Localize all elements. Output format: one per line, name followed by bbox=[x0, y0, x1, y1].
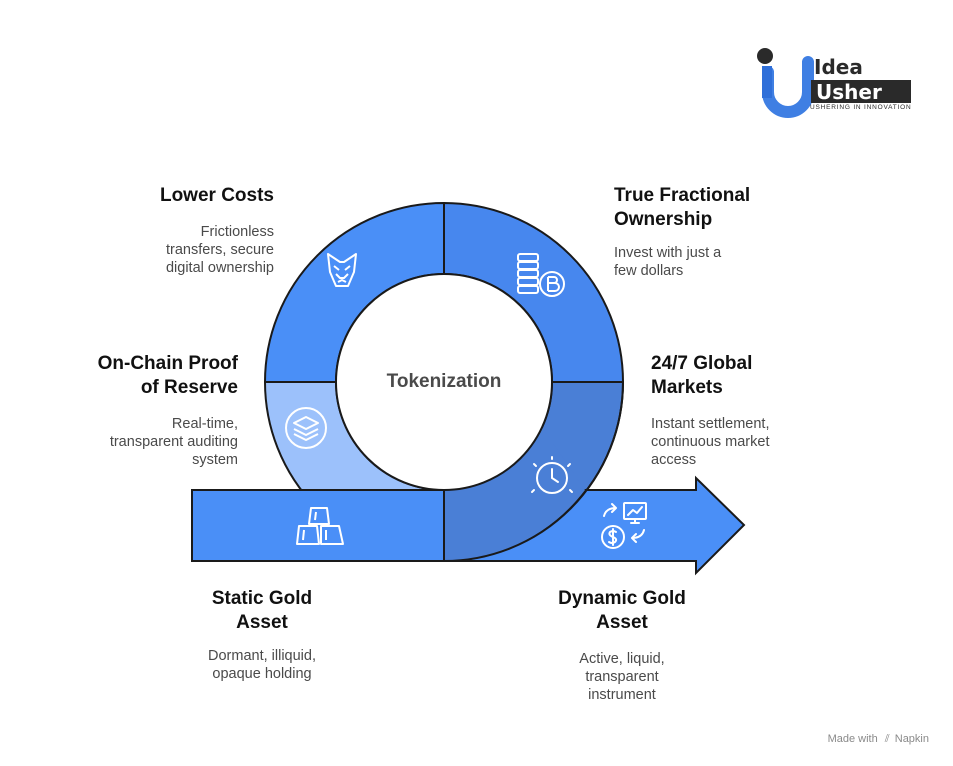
gold-bars-icon bbox=[296, 507, 344, 545]
global-desc: Instant settlement, continuous market ac… bbox=[651, 415, 851, 469]
dynamic-gold-desc: Active, liquid, transparent instrument bbox=[522, 650, 722, 704]
desc-line: few dollars bbox=[614, 263, 684, 279]
desc-line: Invest with just a bbox=[614, 245, 722, 261]
desc-line: Active, liquid, bbox=[579, 651, 665, 667]
global-title: 24/7 Global Markets bbox=[651, 352, 851, 400]
clock-icon bbox=[531, 456, 573, 494]
desc-line: system bbox=[192, 452, 238, 468]
desc-line: continuous market bbox=[651, 434, 770, 450]
lower-costs-desc: Frictionless transfers, secure digital o… bbox=[94, 223, 274, 277]
proof-title: On-Chain Proof of Reserve bbox=[38, 352, 238, 400]
desc-line: Instant settlement, bbox=[651, 416, 770, 432]
arrow-static-segment bbox=[191, 489, 445, 562]
footer-attribution[interactable]: Made with ⫽ Napkin bbox=[828, 733, 929, 746]
proof-desc: Real-time, transparent auditing system bbox=[38, 415, 238, 469]
title-line: Ownership bbox=[614, 209, 713, 230]
desc-line: transfers, secure bbox=[166, 242, 274, 258]
desc-line: Dormant, illiquid, bbox=[208, 648, 316, 664]
title-line: On-Chain Proof bbox=[97, 353, 238, 374]
desc-line: Frictionless bbox=[200, 224, 274, 240]
title-line: of Reserve bbox=[140, 377, 238, 398]
static-gold-desc: Dormant, illiquid, opaque holding bbox=[162, 647, 362, 683]
dollar-exchange-icon bbox=[601, 502, 647, 549]
center-circle bbox=[335, 273, 553, 491]
desc-line: transparent bbox=[585, 669, 659, 685]
fox-icon bbox=[327, 253, 357, 287]
desc-line: digital ownership bbox=[165, 260, 274, 276]
desc-line: access bbox=[651, 452, 697, 468]
title-line: Static Gold bbox=[211, 588, 313, 609]
title-line: 24/7 Global bbox=[651, 353, 753, 374]
title-line: Asset bbox=[236, 612, 288, 633]
desc-line: Real-time, bbox=[171, 416, 238, 432]
logo-line2: Usher bbox=[816, 80, 882, 104]
title-line: Dynamic Gold bbox=[558, 588, 686, 609]
layers-icon bbox=[285, 407, 327, 449]
logo-tagline: USHERING IN INNOVATION bbox=[810, 104, 912, 111]
title-line: Markets bbox=[651, 377, 723, 398]
title-line: True Fractional bbox=[614, 185, 751, 206]
title-line: Asset bbox=[596, 612, 648, 633]
footer-brand: Napkin bbox=[894, 733, 929, 745]
dynamic-gold-title: Dynamic Gold Asset bbox=[522, 587, 722, 635]
desc-line: opaque holding bbox=[212, 666, 312, 682]
coins-bitcoin-icon bbox=[517, 253, 565, 297]
fractional-desc: Invest with just a few dollars bbox=[614, 244, 814, 280]
footer-made-with: Made with bbox=[827, 733, 878, 745]
company-logo: Idea Usher USHERING IN INNOVATION bbox=[757, 48, 912, 118]
ring-overlap-dark bbox=[444, 427, 585, 561]
fractional-title: True Fractional Ownership bbox=[614, 184, 814, 232]
center-label: Tokenization bbox=[386, 371, 502, 392]
static-gold-title: Static Gold Asset bbox=[162, 587, 362, 635]
logo-line1: Idea bbox=[814, 55, 863, 79]
lower-costs-title: Lower Costs bbox=[159, 185, 274, 206]
desc-line: instrument bbox=[588, 687, 656, 703]
napkin-icon: ⫽ bbox=[884, 733, 890, 745]
desc-line: transparent auditing bbox=[109, 434, 238, 450]
